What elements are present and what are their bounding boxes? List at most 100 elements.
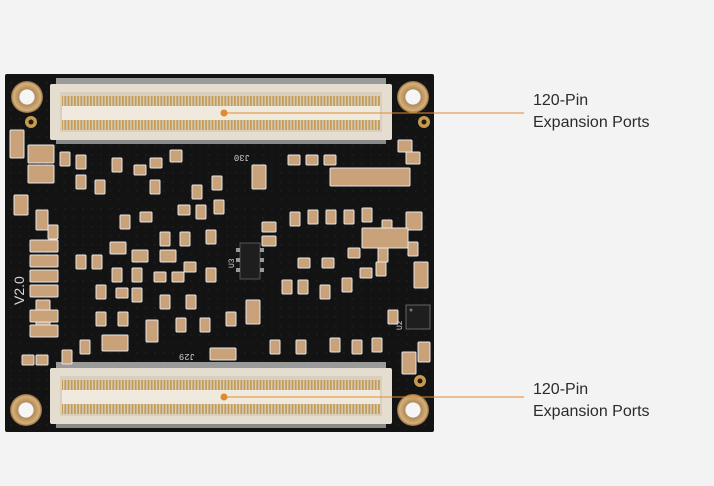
smd-part [413,261,429,289]
smd-part [59,151,71,167]
smd-part [225,311,237,327]
smd-part [361,227,409,249]
smd-part [27,164,55,184]
smd-part [109,241,127,255]
smd-part [131,249,149,263]
smd-part [325,209,337,225]
smd-part [29,254,59,268]
smd-part [131,267,143,283]
smd-part [29,239,59,253]
smd-part [401,351,417,375]
smd-part [343,209,355,225]
smd-part [175,317,187,333]
silkscreen-u2: U2 [396,320,405,330]
smd-part [351,339,363,355]
smd-part [307,209,319,225]
smd-part [27,144,55,164]
callout-bottom-line2: Expansion Ports [533,403,650,420]
smd-part [75,254,87,270]
smd-part [329,167,411,187]
smd-part [115,287,129,299]
smd-part [139,211,153,223]
smd-part [75,174,87,190]
smd-part [407,241,419,257]
smd-part [269,339,281,355]
smd-part [371,337,383,353]
smd-part [377,247,389,263]
smd-part [261,235,277,247]
smd-part [359,267,373,279]
smd-part [153,271,167,283]
smd-part [47,224,59,240]
silkscreen-version: V2.0 [11,276,27,305]
top-connector [50,78,392,144]
smd-part [75,154,87,170]
smd-part [289,211,301,227]
callout-top-label: 120-Pin Expansion Ports [533,90,650,134]
smd-part [35,354,49,366]
smd-part [209,347,237,361]
smd-part [131,287,143,303]
smd-part [347,247,361,259]
smd-part [171,271,185,283]
smd-part [405,211,423,231]
callout-bottom-line1: 120-Pin [533,381,589,398]
silkscreen-j29: J29 [179,351,195,361]
smd-part [29,269,59,283]
smd-part [133,164,147,176]
smd-part [91,254,103,270]
smd-part [261,221,277,233]
smd-part [199,317,211,333]
callout-bottom-leader [220,393,524,401]
smd-part [94,179,106,195]
smd-part [323,154,337,166]
smd-part [61,349,73,365]
smd-part [159,249,177,263]
smd-components [9,129,431,375]
chip-u2 [405,304,431,330]
callout-top-leader [220,109,524,117]
callout-bottom-label: 120-Pin Expansion Ports [533,379,650,423]
bottom-connector [50,362,392,428]
smd-part [213,199,225,215]
smd-part [297,279,309,295]
smd-part [13,194,29,216]
smd-part [21,354,35,366]
smd-part [29,284,59,298]
smd-part [119,214,131,230]
smd-part [305,154,319,166]
smd-part [375,261,387,277]
smd-part [287,154,301,166]
smd-part [295,339,307,355]
smd-part [205,267,217,283]
smd-part [29,324,59,338]
chip-u3 [236,242,264,280]
smd-part [101,334,129,352]
smd-part [29,309,59,323]
smd-part [183,261,197,273]
smd-part [111,157,123,173]
silkscreen-j30: J30 [234,152,250,162]
smd-part [177,204,191,216]
callout-top-line1: 120-Pin [533,92,589,109]
smd-part [205,229,217,245]
smd-part [149,179,161,195]
smd-part [387,309,399,325]
smd-part [9,129,25,159]
smd-part [79,339,91,355]
silkscreen-u3: U3 [228,258,237,268]
callout-top-line2: Expansion Ports [533,114,650,131]
smd-part [179,231,191,247]
smd-part [251,164,267,190]
smd-part [195,204,207,220]
smd-part [361,207,373,223]
smd-part [397,139,413,153]
smd-part [319,284,331,300]
smd-part [159,294,171,310]
smd-part [185,294,197,310]
smd-part [169,149,183,163]
smd-part [281,279,293,295]
smd-part [245,299,261,325]
smd-part [405,151,421,165]
smd-part [211,175,223,191]
